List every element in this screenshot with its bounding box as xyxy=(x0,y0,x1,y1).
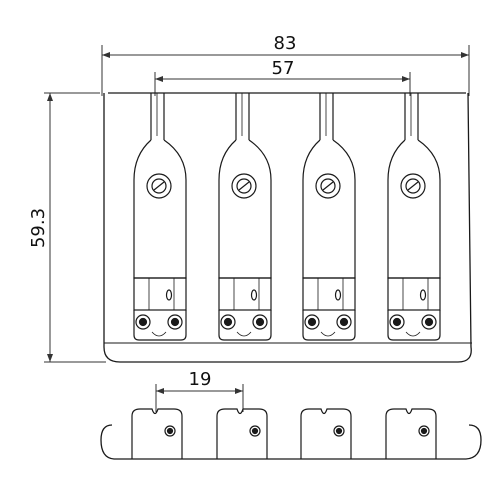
set-screw-icon xyxy=(165,289,173,301)
string-slot xyxy=(150,93,165,140)
dim-label-string-spacing: 57 xyxy=(272,58,295,79)
saddle-base xyxy=(302,310,356,341)
base-plate-top-view xyxy=(103,92,472,363)
height-screw-icon xyxy=(389,314,405,330)
screw-hole-outer xyxy=(231,173,257,199)
saddle-base xyxy=(133,310,187,341)
saddle-screw-icon xyxy=(418,425,430,437)
saddles-top-view xyxy=(133,93,441,341)
saddle-block xyxy=(387,277,441,311)
saddles-front-view xyxy=(131,408,437,459)
dim-string-spacing xyxy=(154,72,411,96)
base-front-view xyxy=(100,424,482,460)
height-screw-icon xyxy=(252,314,268,330)
saddle-4 xyxy=(387,93,441,341)
saddle-screw-icon xyxy=(333,425,345,437)
saddle-3 xyxy=(302,93,356,341)
screw-hole-outer xyxy=(146,173,172,199)
saddle-base xyxy=(387,310,441,341)
set-screw-icon xyxy=(334,289,342,301)
saddle-front-4 xyxy=(385,408,437,459)
height-screw-icon xyxy=(304,314,320,330)
dim-label-depth: 59.3 xyxy=(28,208,49,248)
height-screw-icon xyxy=(336,314,352,330)
screw-hole-icon xyxy=(236,178,252,194)
saddle-1 xyxy=(133,93,187,341)
dim-depth xyxy=(44,92,106,363)
set-screw-icon xyxy=(250,289,258,301)
screw-hole-icon xyxy=(151,178,167,194)
saddle-profile xyxy=(216,408,268,459)
screw-hole-outer xyxy=(400,173,426,199)
string-slot xyxy=(235,93,250,140)
dim-overall-width xyxy=(101,45,470,96)
screw-hole-outer xyxy=(315,173,341,199)
saddle-body xyxy=(133,139,187,279)
saddle-body xyxy=(218,139,272,279)
dim-label-overall-width: 83 xyxy=(274,33,297,54)
dim-saddle-pitch xyxy=(155,384,244,412)
string-slot xyxy=(404,93,419,140)
saddle-profile xyxy=(131,408,183,459)
screw-hole-icon xyxy=(405,178,421,194)
saddle-screw-icon xyxy=(164,425,176,437)
dim-label-saddle-pitch: 19 xyxy=(189,369,212,390)
saddle-base xyxy=(218,310,272,341)
height-screw-icon xyxy=(421,314,437,330)
saddle-block xyxy=(133,277,187,311)
saddle-front-1 xyxy=(131,408,183,459)
saddle-profile xyxy=(300,408,352,459)
set-screw-icon xyxy=(419,289,427,301)
saddle-body xyxy=(387,139,441,279)
height-screw-icon xyxy=(167,314,183,330)
saddle-front-2 xyxy=(216,408,268,459)
screw-hole-icon xyxy=(320,178,336,194)
saddle-screw-icon xyxy=(249,425,261,437)
saddle-block xyxy=(218,277,272,311)
saddle-block xyxy=(302,277,356,311)
saddle-2 xyxy=(218,93,272,341)
height-screw-icon xyxy=(135,314,151,330)
saddle-body xyxy=(302,139,356,279)
string-slot xyxy=(319,93,334,140)
saddle-profile xyxy=(385,408,437,459)
saddle-front-3 xyxy=(300,408,352,459)
height-screw-icon xyxy=(220,314,236,330)
